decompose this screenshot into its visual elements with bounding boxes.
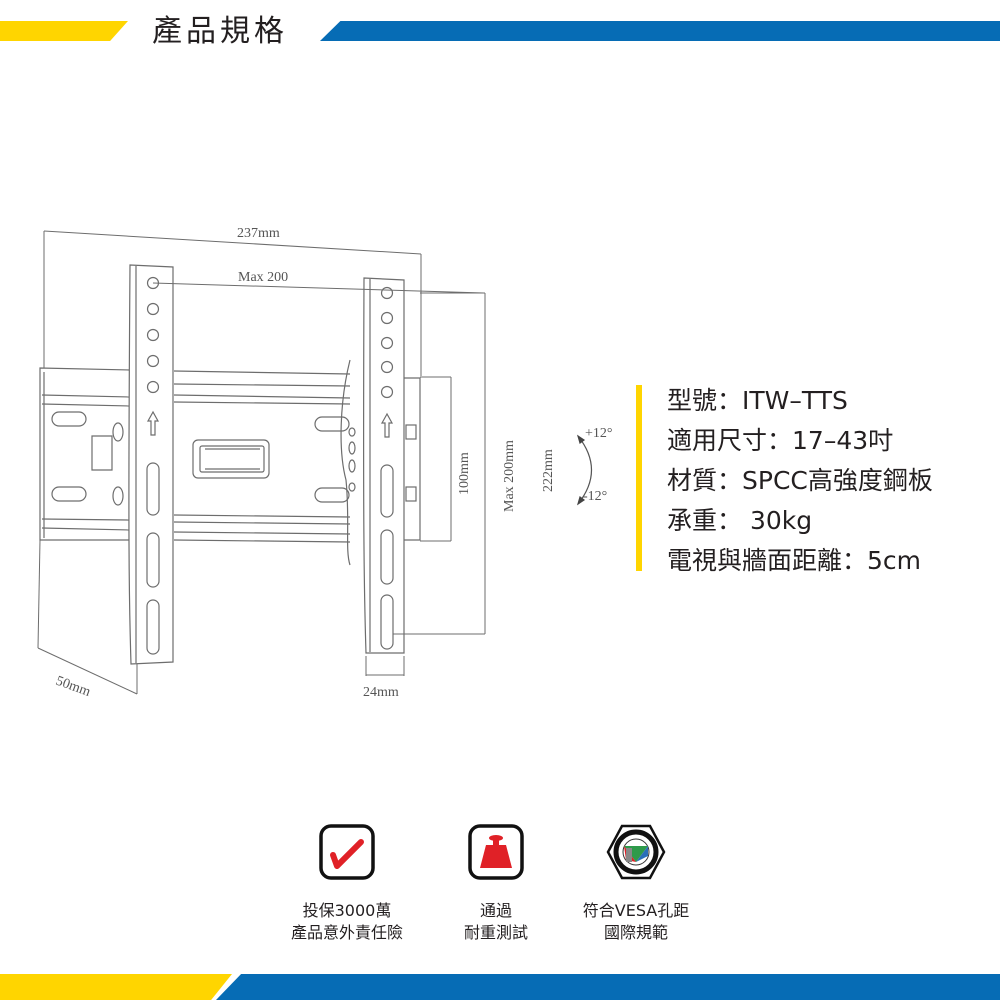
feature-caption-line1: 符合VESA孔距: [582, 901, 690, 920]
spec-separator: ：: [767, 426, 793, 455]
spec-value: SPCC高強度鋼板: [742, 466, 933, 495]
vesa-badge-icon: [606, 824, 666, 880]
page-title: 產品規格: [152, 14, 288, 49]
spec-value: 30kg: [749, 506, 813, 535]
spec-label: 材質: [667, 466, 718, 495]
feature-caption-line2: 國際規範: [603, 923, 668, 942]
spec-model: 型號：ITW–TTS: [667, 381, 933, 421]
header-yellow-stripe: [0, 21, 128, 41]
vesa-min-vertical-label: 100mm: [457, 452, 472, 495]
feature-vesa: 符合VESA孔距 國際規範: [551, 822, 721, 944]
specs-list: 型號：ITW–TTS 適用尺寸：17–43吋 材質：SPCC高強度鋼板 承重： …: [667, 381, 933, 581]
spec-value: ITW–TTS: [742, 386, 848, 415]
checkmark-icon: [319, 824, 375, 880]
feature-caption-line1: 投保3000萬: [302, 901, 392, 920]
tilt-down-label: -12°: [583, 489, 607, 504]
vesa-horizontal-label: Max 200: [238, 270, 288, 285]
weight-icon: [468, 824, 524, 880]
feature-load-test: 通過 耐重測試: [411, 822, 581, 944]
wall-mount-technical-drawing: 237mm Max 200 100mm Max 200mm 222mm 50mm…: [37, 226, 613, 700]
spec-wall-distance: 電視與牆面距離：5cm: [667, 541, 933, 581]
tilt-up-label: +12°: [585, 426, 613, 441]
depth-label: 50mm: [54, 674, 93, 700]
spec-separator: ：: [717, 386, 743, 415]
spec-load: 承重： 30kg: [667, 501, 933, 541]
spec-value: 17–43吋: [792, 426, 894, 455]
arm-width-label: 24mm: [363, 685, 399, 700]
spec-value: 5cm: [867, 546, 922, 575]
spec-label: 型號: [667, 386, 718, 415]
footer-yellow-stripe: [0, 974, 232, 1000]
spec-label: 承重: [667, 506, 718, 535]
spec-material: 材質：SPCC高強度鋼板: [667, 461, 933, 501]
spec-separator: ：: [717, 506, 750, 535]
feature-caption-line1: 通過: [479, 901, 512, 920]
spec-screen-size: 適用尺寸：17–43吋: [667, 421, 933, 461]
spec-label: 電視與牆面距離: [667, 546, 843, 575]
height-label: 222mm: [541, 449, 556, 492]
specs-accent-bar: [636, 385, 642, 571]
header-blue-stripe: [320, 21, 1000, 41]
vesa-max-vertical-label: Max 200mm: [502, 440, 517, 512]
spec-label: 適用尺寸: [667, 426, 768, 455]
overall-width-label: 237mm: [237, 226, 280, 241]
feature-caption-line2: 耐重測試: [463, 923, 528, 942]
feature-caption-line2: 產品意外責任險: [290, 923, 403, 942]
spec-separator: ：: [842, 546, 868, 575]
spec-separator: ：: [717, 466, 743, 495]
footer-blue-stripe: [216, 974, 1000, 1000]
feature-insurance: 投保3000萬 產品意外責任險: [262, 822, 432, 944]
